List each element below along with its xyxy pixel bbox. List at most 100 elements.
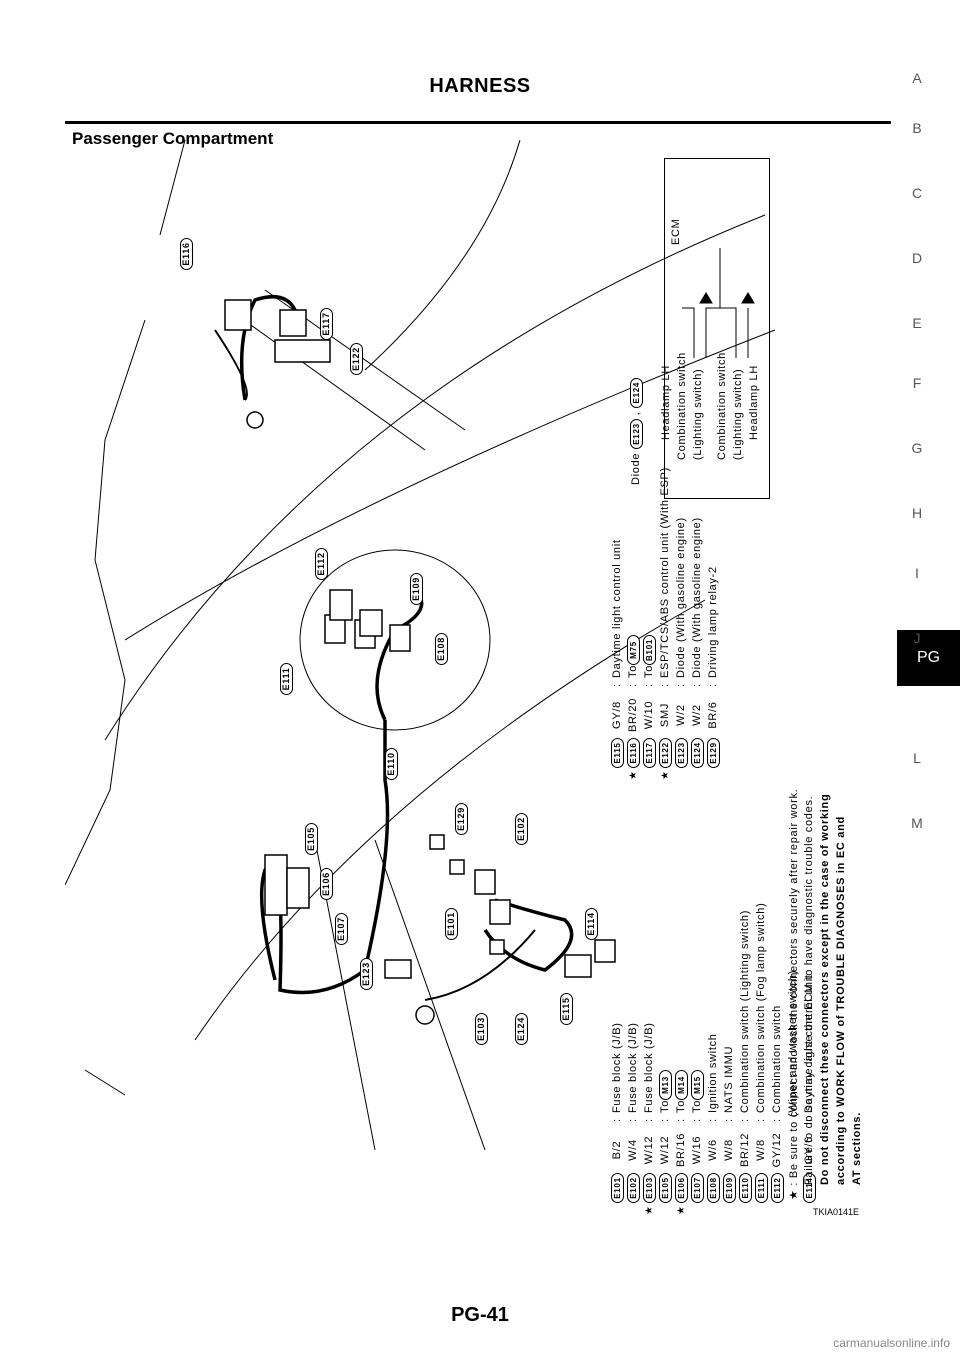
legend-code: E117 (642, 738, 656, 768)
legend-desc: Fuse block (J/B) (611, 1022, 623, 1113)
legend-code: E107 (690, 1173, 704, 1203)
legend-ref: M13 (658, 1069, 672, 1100)
connector-e109 (359, 609, 383, 637)
legend-ref: M15 (690, 1069, 704, 1100)
legend-desc: Driving lamp relay-2 (707, 566, 719, 678)
legend-code: E102 (626, 1173, 640, 1203)
legend-code: E123 (674, 738, 688, 768)
legend-desc: Combination switch (Fog lamp switch) (755, 902, 767, 1113)
dash-mid-line (124, 329, 776, 641)
note-2: Failure to do so may cause the ECM to ha… (803, 795, 815, 1185)
side-index-e[interactable]: E (912, 315, 922, 331)
title-rule (65, 121, 891, 124)
legend-desc: Diode (With gasoline engine) (691, 517, 703, 678)
watermark[interactable]: carmanualsonline.info (833, 1336, 950, 1350)
side-index-b[interactable]: B (912, 120, 922, 136)
legend-desc: Combination switch (771, 1005, 783, 1113)
side-index-d[interactable]: D (911, 250, 923, 266)
connector-e114 (594, 939, 616, 963)
legend-desc: To (691, 1099, 703, 1113)
diode-schematic (682, 248, 755, 358)
legend-wire: W/4 (627, 1139, 639, 1161)
star-icon: ★ (675, 1205, 687, 1215)
ground-upper-icon (246, 411, 264, 429)
connector-e122 (274, 339, 331, 363)
legend-code: E111 (754, 1173, 768, 1203)
connector-label-e107: E107 (335, 913, 348, 945)
side-index-m[interactable]: M (911, 815, 923, 831)
side-index-c[interactable]: C (911, 185, 923, 201)
side-index-h[interactable]: H (911, 505, 923, 521)
ground-lower-icon (415, 1005, 435, 1025)
legend-code: E106 (674, 1173, 688, 1203)
upper-harness-2 (214, 329, 248, 401)
side-index-j[interactable]: J (913, 630, 921, 646)
side-index-a[interactable]: A (912, 70, 922, 86)
connector-label-e111: E111 (280, 663, 293, 695)
legend-desc: To (675, 1099, 687, 1113)
connector-label-e124: E124 (515, 1013, 528, 1045)
legend-wire: W/8 (723, 1139, 735, 1161)
legend-wire: BR/6 (707, 701, 719, 729)
connector-label-e122: E122 (350, 343, 363, 375)
dash-outline-left (65, 319, 146, 886)
page-title: HARNESS (429, 75, 531, 97)
note-4: according to WORK FLOW of TROUBLE DIAGNO… (835, 816, 847, 1185)
diode-code-1: E123 (630, 418, 643, 449)
legend-desc: To (643, 664, 655, 678)
connector-e129 (429, 834, 445, 850)
note-star-icon: ★ (788, 1189, 800, 1200)
side-index-l[interactable]: L (913, 750, 921, 766)
diode-code-2: E124 (630, 377, 643, 408)
legend-code: E103 (642, 1173, 656, 1203)
side-tab-active[interactable]: PG (897, 630, 960, 686)
legend-wire: W/16 (691, 1135, 703, 1165)
diode-title-row: Diode E123 , E124 (630, 377, 643, 485)
connector-label-e129: E129 (455, 803, 468, 835)
diode-box (664, 158, 770, 499)
legend-code: E122 (658, 738, 672, 768)
legend-code: E105 (658, 1173, 672, 1203)
connector-e108 (389, 624, 411, 652)
legend-wire: W/8 (755, 1139, 767, 1161)
connector-label-e110: E110 (385, 748, 398, 780)
main-harness (259, 720, 390, 995)
connector-e123 (384, 959, 412, 979)
connector-e102 (474, 869, 496, 895)
legend-desc: To (627, 664, 639, 678)
connector-label-e108: E108 (435, 633, 448, 665)
legend-code: E129 (706, 738, 720, 768)
side-index-i[interactable]: I (915, 565, 919, 581)
legend-desc: Fuse block (J/B) (627, 1022, 639, 1113)
connector-e117 (279, 309, 307, 337)
legend-wire: BR/20 (627, 697, 639, 733)
side-index-f[interactable]: F (912, 375, 922, 391)
page-number: PG-41 (451, 1304, 509, 1326)
legend-desc: Diode (With gasoline engine) (675, 517, 687, 678)
legend-wire: B/2 (611, 1140, 623, 1160)
legend-code: E108 (706, 1173, 720, 1203)
legend-desc: Combination switch (Lighting switch) (739, 909, 751, 1113)
section-title: Passenger Compartment (72, 129, 274, 148)
panel-line-1 (229, 309, 426, 451)
figure-id: TKIA0141E (813, 1207, 860, 1217)
connector-label-e105: E105 (305, 823, 318, 855)
dash-top-line (104, 214, 766, 741)
legend-code: E116 (626, 738, 640, 768)
side-index-g[interactable]: G (911, 440, 923, 456)
connector-label-e114: E114 (585, 908, 598, 940)
legend-wire: W/2 (691, 704, 703, 726)
legend-wire: W/6 (707, 1139, 719, 1161)
pedal-line (84, 1069, 126, 1096)
